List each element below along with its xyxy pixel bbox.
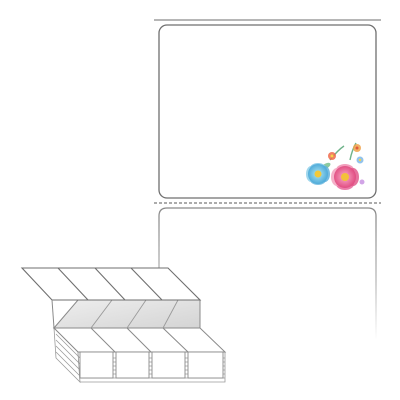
second-label bbox=[158, 207, 377, 340]
fanfold-stack bbox=[20, 267, 227, 384]
watercolor-flowers-icon bbox=[306, 142, 365, 190]
top-label bbox=[158, 24, 377, 199]
fold-panel-shaded bbox=[52, 299, 201, 329]
fanfold-top-panel bbox=[20, 267, 202, 301]
